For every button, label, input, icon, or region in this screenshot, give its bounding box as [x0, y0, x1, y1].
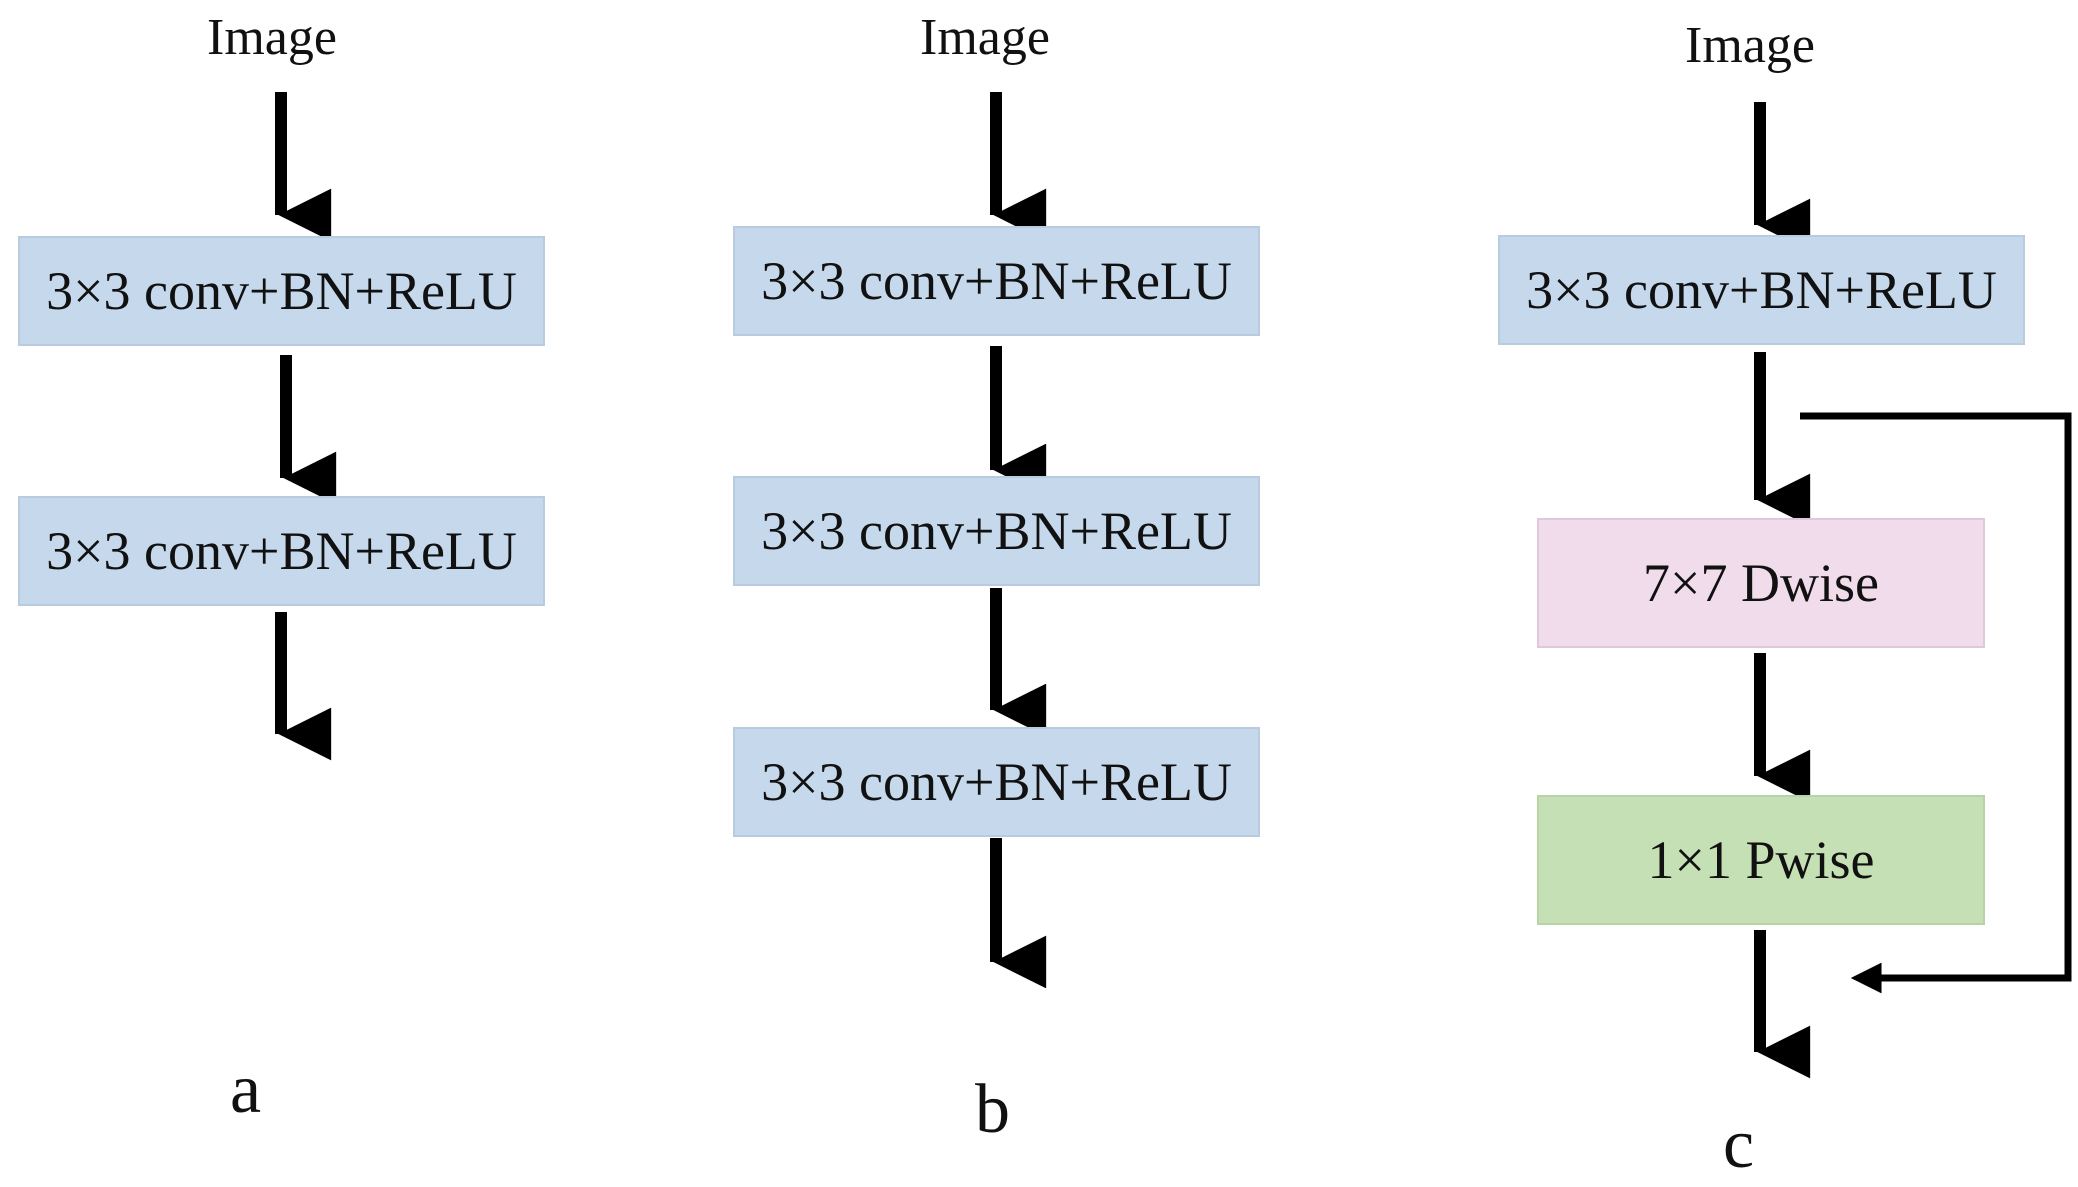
panel-c-block-pwise: 1×1 Pwise [1537, 795, 1985, 925]
panel-b-block-2: 3×3 conv+BN+ReLU [733, 476, 1260, 586]
panel-c-arrows [1754, 102, 2072, 1079]
panel-a-arrows [275, 92, 337, 761]
panel-a-block-1: 3×3 conv+BN+ReLU [18, 236, 545, 346]
panel-c-block-dwise: 7×7 Dwise [1537, 518, 1985, 648]
panel-a-caption: a [230, 1051, 262, 1128]
panel-b-caption: b [975, 1071, 1010, 1148]
panel-b-block-3: 3×3 conv+BN+ReLU [733, 727, 1260, 837]
panel-c-skip-connection [1800, 412, 2072, 994]
panel-c-caption: c [1723, 1106, 1755, 1183]
panel-b-block-1: 3×3 conv+BN+ReLU [733, 226, 1260, 336]
panel-c-block-conv: 3×3 conv+BN+ReLU [1498, 235, 2025, 345]
panel-a-block-2: 3×3 conv+BN+ReLU [18, 496, 545, 606]
panel-a-input-label: Image [207, 9, 337, 66]
panel-b-input-label: Image [920, 9, 1050, 66]
panel-c-input-label: Image [1685, 17, 1815, 74]
